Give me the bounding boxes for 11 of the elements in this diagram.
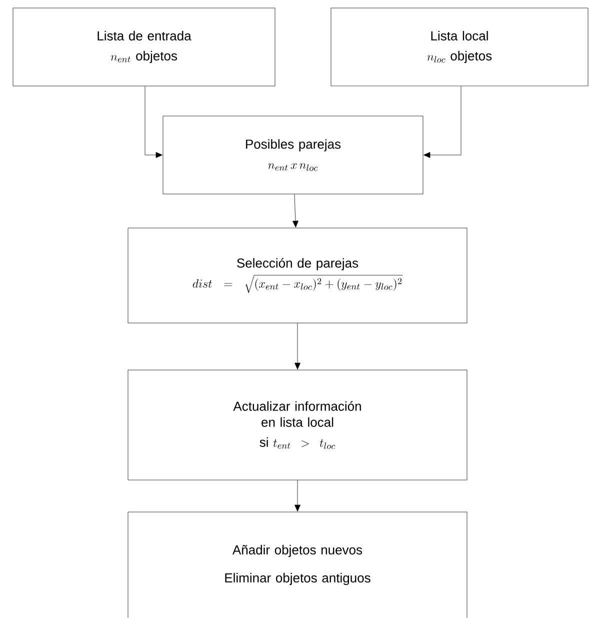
- arrow: [294, 480, 300, 512]
- process-box: Añadir objetos nuevos Eliminar objetos antiguos: [128, 512, 468, 618]
- process-box: Selección de parejas $dist=\sqrt{(x_{ent}-x_{loc})^2+(y_{ent}-y_{loc})^2}$: [128, 228, 468, 324]
- process-box: Lista local $n_{loc}\ \mathrm{objetos}$: [330, 8, 588, 86]
- arrow: [424, 86, 462, 158]
- arrow: [144, 86, 162, 158]
- process-box: Lista de entrada $n_{ent}\ \mathrm{objetos}$: [12, 8, 276, 86]
- process-box: Posibles parejas $n_{ent}\,x\,n_{loc}$: [162, 116, 424, 194]
- arrow: [292, 194, 298, 228]
- process-box: Actualizar información en lista local $\mathrm{si}\ t_{ent}>t_{loc}$: [128, 370, 468, 480]
- arrow: [294, 323, 300, 370]
